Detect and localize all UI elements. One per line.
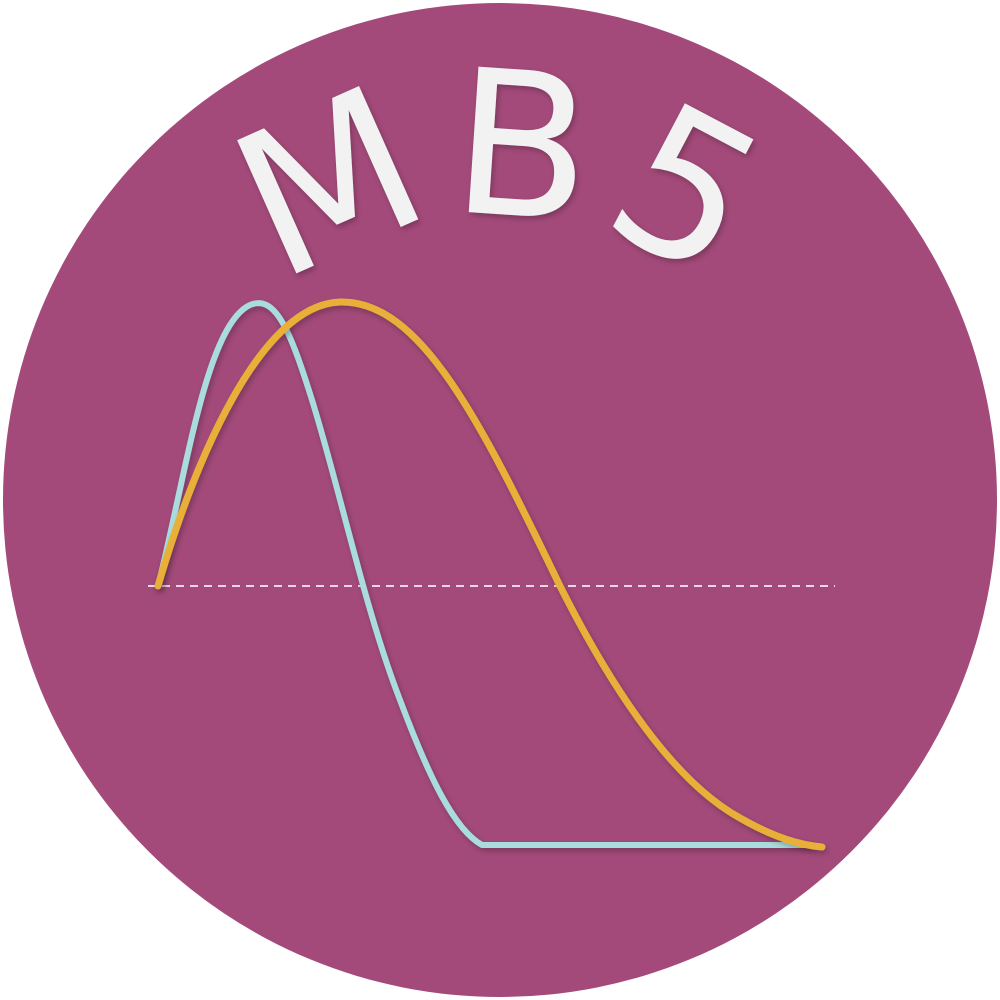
orange-curve — [154, 298, 826, 851]
logo-background-circle — [3, 3, 997, 997]
teal-curve — [155, 300, 813, 848]
